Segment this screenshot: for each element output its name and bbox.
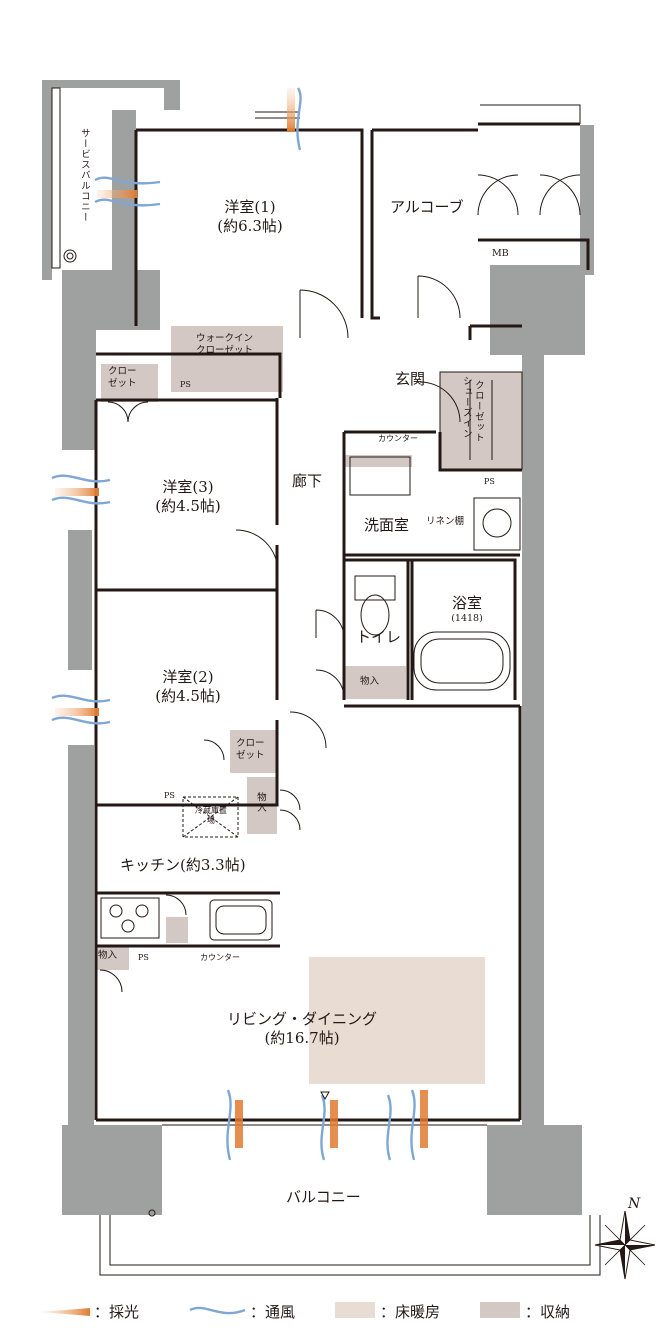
- closet-2-line2: ゼット: [236, 749, 265, 761]
- legend-storage-icon: [480, 1302, 520, 1318]
- storage-label-toilet: 物入: [360, 676, 380, 687]
- doors: [99, 174, 581, 993]
- balcony-label: バルコニー: [286, 1188, 361, 1206]
- walkin-closet-label: ウォークイン クローゼット: [196, 333, 253, 357]
- room-toilet: トイレ: [356, 628, 402, 646]
- legend-light-icon: [40, 1308, 90, 1316]
- fridge-label: 冷蔵庫置場: [195, 806, 227, 825]
- ps-label-4: PS: [138, 953, 149, 962]
- ps-label-1: PS: [180, 380, 191, 389]
- service-balcony-label: サービスバルコニー: [78, 128, 90, 223]
- legend-icons: [40, 1302, 520, 1318]
- walkin-closet-line2: クローゼット: [196, 344, 254, 356]
- room-bathroom-name: 浴室: [451, 594, 482, 612]
- compass-icon: [594, 1210, 656, 1280]
- room-living-name: リビング・ダイニング: [226, 1010, 377, 1028]
- wind-indicators: [51, 87, 416, 1161]
- rails: [51, 87, 601, 1276]
- corridor-label: 廊下: [292, 472, 323, 490]
- room-western2-name: 洋室(2): [162, 668, 214, 686]
- closet-3-line1: クロー: [108, 366, 137, 377]
- room-bathroom: 浴室 (1418): [442, 594, 492, 625]
- closet-label-3: クロー ゼット: [108, 366, 137, 390]
- living-arrow-marker: [320, 1091, 330, 1101]
- counter-label-kitchen: カウンター: [200, 953, 240, 962]
- room-western3-name: 洋室(3): [162, 478, 214, 496]
- closet-3-line2: ゼット: [108, 377, 137, 389]
- fixtures: [100, 371, 523, 941]
- room-alcove: アルコーブ: [390, 198, 464, 216]
- legend-floorheat-icon: [335, 1302, 375, 1318]
- compass-north-label: N: [628, 1196, 641, 1212]
- storage-areas: [96, 326, 522, 970]
- ps-label-3: PS: [164, 791, 175, 800]
- storage-label-kitchen: 物入: [254, 792, 266, 813]
- room-entrance: 玄関: [395, 370, 426, 388]
- closet-2-line1: クロー: [236, 738, 265, 749]
- legend-floorheat: ：床暖房: [380, 1303, 441, 1321]
- room-western2: 洋室(2) (約4.5帖): [148, 668, 228, 706]
- room-western2-size: (約4.5帖): [155, 686, 221, 705]
- closet-label-2: クロー ゼット: [236, 738, 265, 762]
- shoes-closet-line2: クローゼット: [472, 380, 484, 443]
- room-western3: 洋室(3) (約4.5帖): [148, 478, 228, 516]
- light-indicators: [55, 88, 428, 1148]
- counter-label-entrance: カウンター: [378, 434, 418, 443]
- room-western3-size: (約4.5帖): [155, 496, 221, 515]
- shoes-closet-label: シューズイン: [460, 376, 472, 439]
- room-washroom: 洗面室: [364, 516, 410, 534]
- room-western1-name: 洋室(1): [224, 198, 276, 216]
- shoes-closet-label-2: クローゼット: [472, 380, 484, 443]
- legend-storage: ：収納: [525, 1303, 571, 1321]
- room-living: リビング・ダイニング (約16.7帖): [222, 1010, 382, 1048]
- linen-label: リネン棚: [426, 516, 465, 527]
- legend-light: ：採光: [94, 1303, 140, 1321]
- room-kitchen: キッチン(約3.3帖): [120, 856, 246, 874]
- storage-label-living: 物入: [98, 950, 118, 961]
- legend-wind-icon: [189, 1306, 246, 1315]
- structural-walls: [42, 80, 594, 1215]
- room-bathroom-size: (1418): [451, 612, 483, 624]
- mb-label: MB: [492, 248, 509, 259]
- room-western1-size: (約6.3帖): [217, 216, 283, 235]
- room-living-size: (約16.7帖): [264, 1028, 340, 1047]
- floor-heating-area: [309, 957, 485, 1084]
- partition-walls: [94, 122, 590, 1122]
- ps-label-2: PS: [484, 477, 495, 486]
- legend-wind: ：通風: [250, 1303, 296, 1321]
- room-western1: 洋室(1) (約6.3帖): [205, 198, 295, 236]
- walkin-closet-line1: ウォークイン: [196, 333, 254, 344]
- shoes-closet-line1: シューズイン: [460, 376, 472, 439]
